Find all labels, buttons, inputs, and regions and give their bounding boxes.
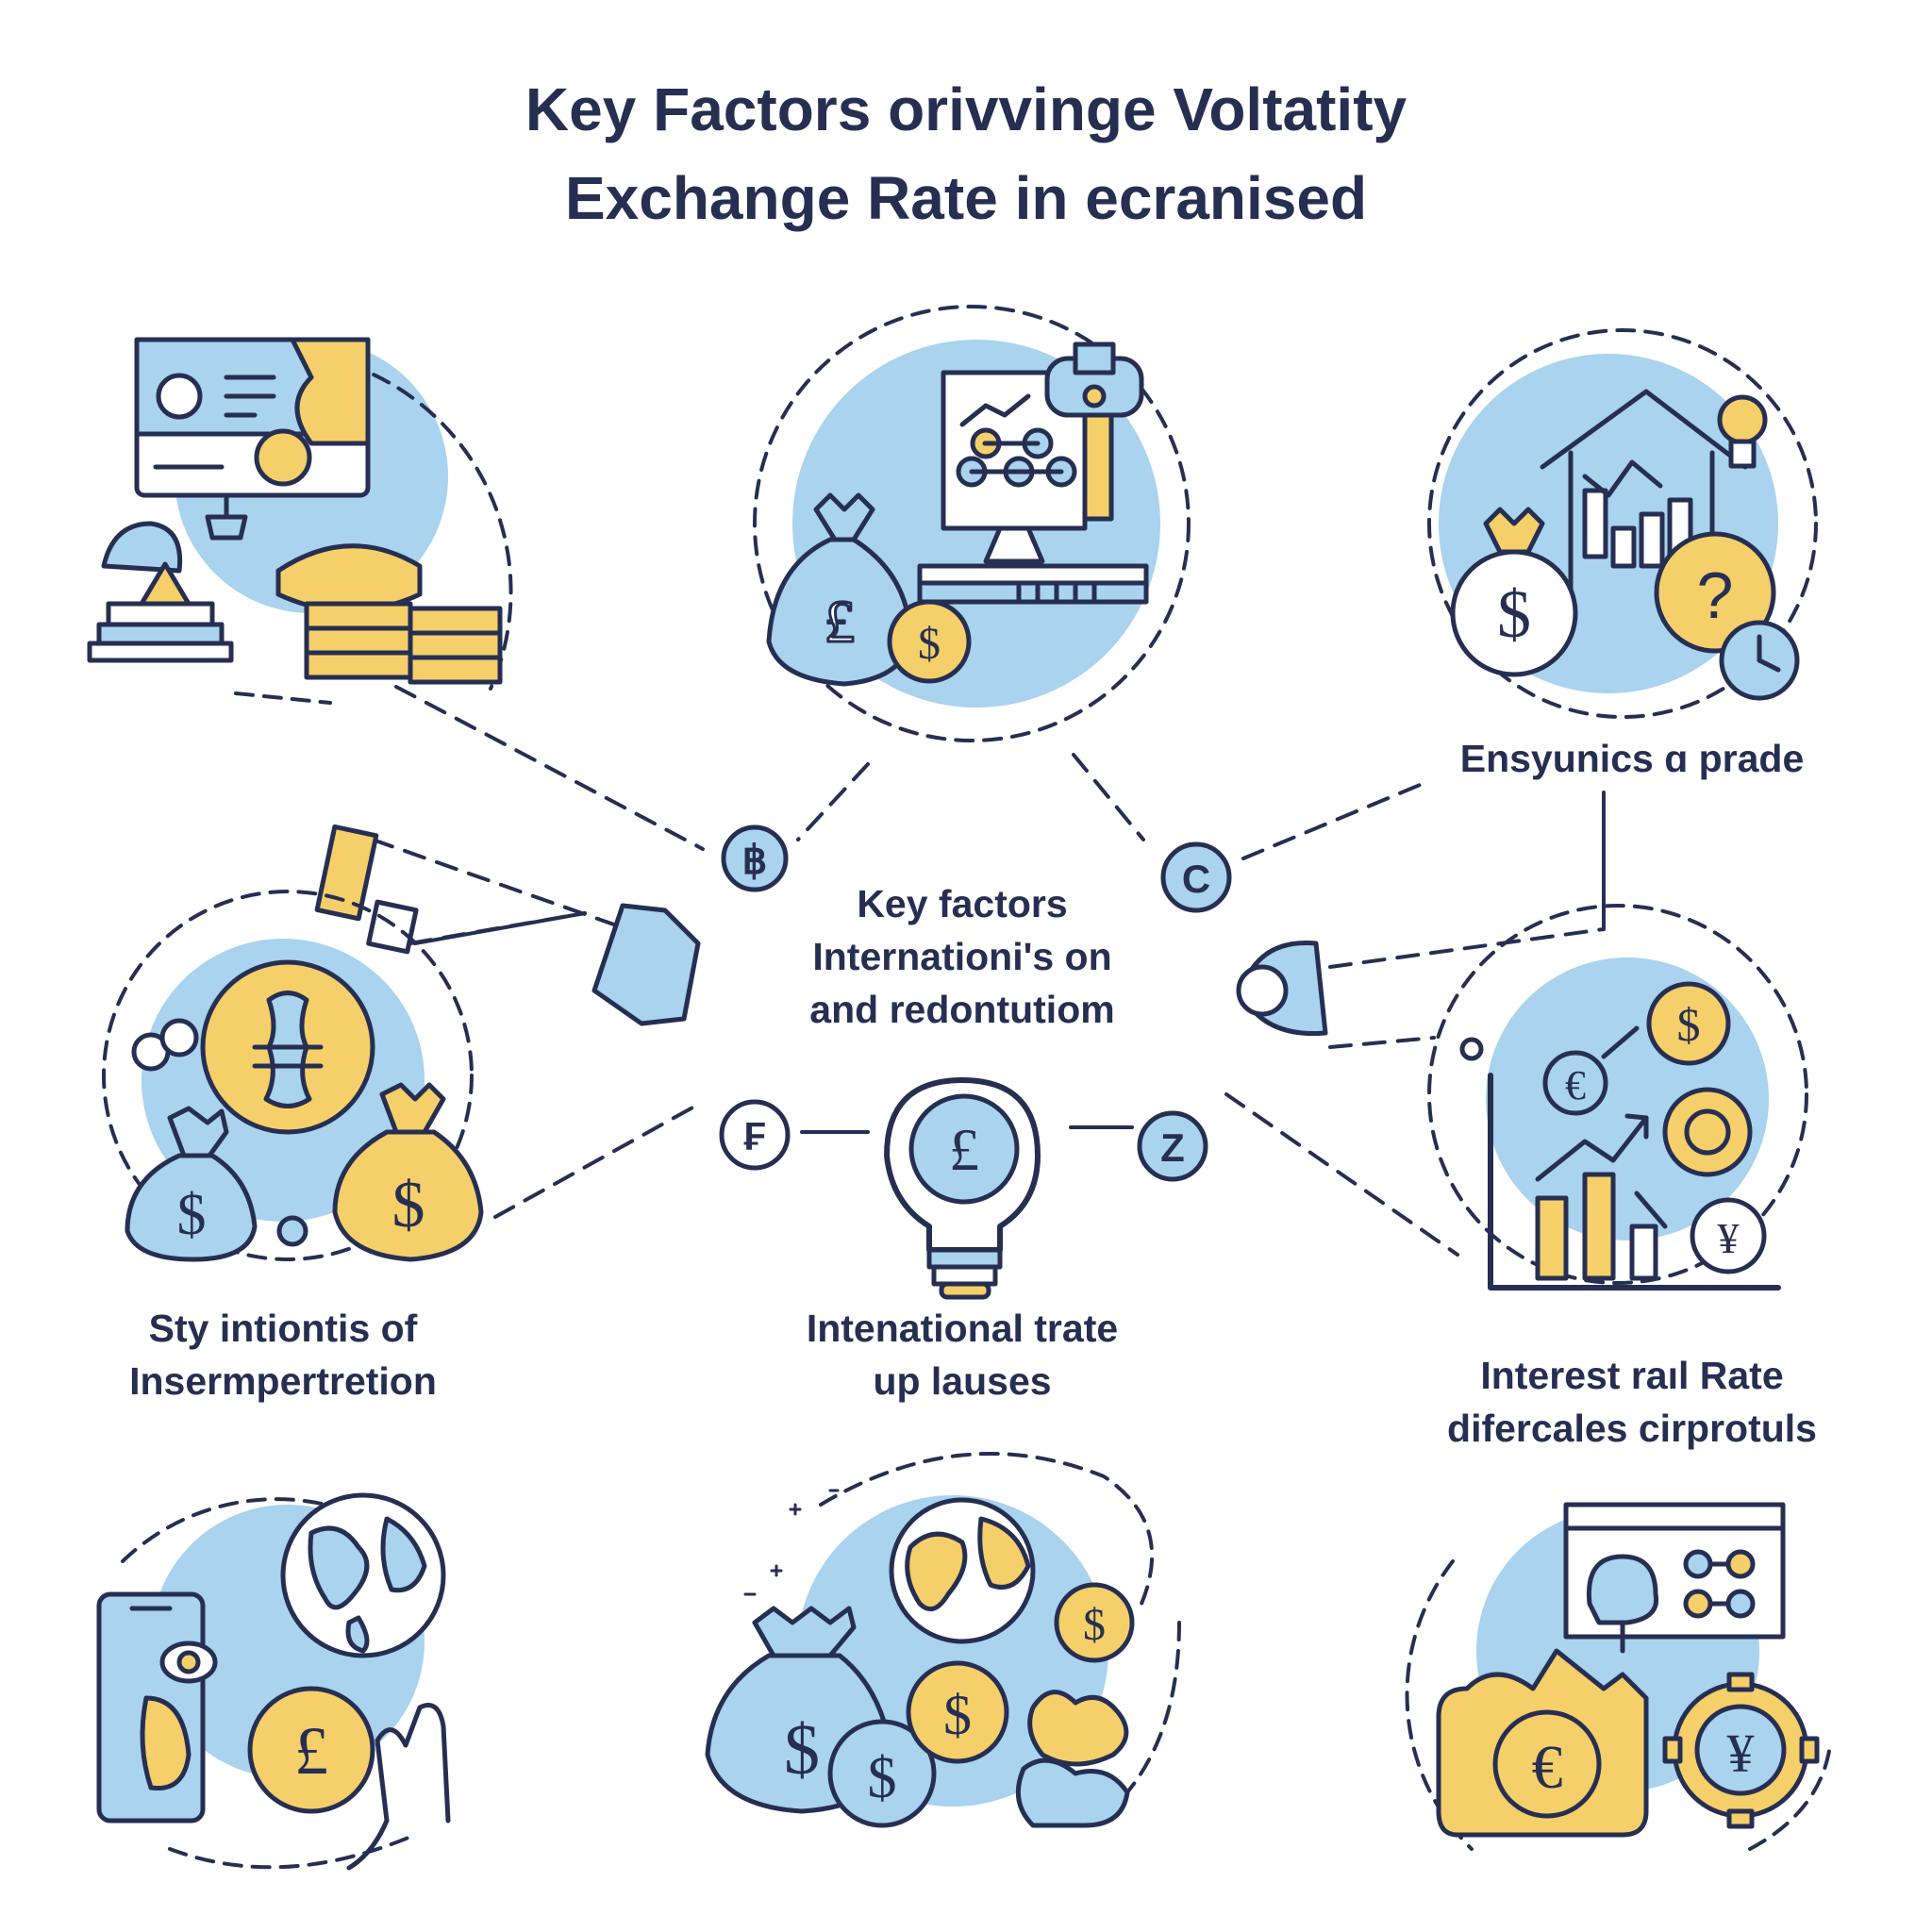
id-card-icon [134, 337, 371, 541]
money-bag-dollar-icon: $ [1450, 507, 1578, 677]
svg-text:$: $ [392, 1169, 425, 1241]
id-card-cluster [87, 337, 513, 705]
chart-board-cluster: £ $ [753, 305, 1191, 742]
svg-text:€: € [1532, 1733, 1563, 1802]
chart-board-icon [941, 370, 1088, 564]
svg-text:$: $ [1497, 576, 1531, 652]
counter-base-icon [917, 563, 1149, 605]
globe-icon [280, 1492, 446, 1658]
browser-window-icon [1563, 1502, 1786, 1654]
yen-coin-icon: ¥ [1690, 1197, 1767, 1274]
sparkle-decoration [743, 1489, 840, 1596]
svg-text:€: € [1565, 1062, 1586, 1108]
center-label-line-3: and redontutiom [809, 988, 1115, 1031]
label-middle-left: Sty intiontis of Insermpertretion [38, 1302, 528, 1407]
connector-node-b [721, 824, 789, 892]
gear-icon: ¥ [1662, 1672, 1820, 1829]
svg-text:¥: ¥ [1727, 1723, 1755, 1784]
euro-coin-icon: € [1542, 1050, 1608, 1116]
center-label-line-2: Internationi's on [812, 935, 1112, 978]
connector-glyph-franc: ₣ [743, 1114, 765, 1158]
svg-text:$: $ [868, 1746, 897, 1810]
label-middle-center-line-2: up lauses [873, 1359, 1052, 1403]
phone-globe-cluster: £ [96, 1492, 451, 1871]
pound-glyph: £ [824, 588, 855, 655]
bubble-decoration [131, 1018, 308, 1247]
svg-text:$: $ [177, 1183, 207, 1247]
label-top-right-line-1: Ensyunics ɑ prade [1459, 737, 1805, 780]
center-label-line-1: Key factors [857, 882, 1068, 925]
label-middle-center: Intenational trate up lauses [717, 1302, 1208, 1407]
lightbulb-small-icon [1717, 394, 1768, 469]
clock-icon [1719, 620, 1800, 701]
connector-node-c [1160, 841, 1232, 913]
connector-node-franc [719, 1099, 791, 1171]
page-title-line-2: Exchange Rate in ecranised [564, 164, 1368, 232]
money-bag-left-icon: $ [125, 1106, 258, 1262]
money-bag-pound-icon: £ [766, 492, 913, 687]
center-label: Key factors Internationi's on and redont… [717, 877, 1208, 1036]
label-middle-right-line-2: difercales cirprotuls [1447, 1407, 1817, 1450]
chess-piece-icon [87, 521, 234, 663]
connector-node-z [1137, 1110, 1208, 1182]
large-coin-icon [200, 959, 375, 1135]
dollar-coin-c-icon: $ [1054, 1582, 1135, 1663]
svg-text:$: $ [784, 1710, 820, 1790]
cloud-cluster-icon [1015, 1690, 1130, 1828]
page-title-line-1: Key Factors orivvinge Voltatity [525, 75, 1407, 143]
dollar-coin-b-icon: $ [906, 1660, 1009, 1764]
svg-text:¥: ¥ [1718, 1214, 1740, 1262]
wallet-gear-cluster: € ¥ [1405, 1502, 1832, 1851]
globe-money-cluster: $ $ $ $ [705, 1452, 1181, 1828]
dollar-coin-top-icon: $ [1646, 981, 1731, 1066]
dollar-coin-icon: $ [887, 599, 972, 684]
label-middle-center-line-1: Intenational trate [806, 1307, 1119, 1350]
label-middle-left-line-2: Insermpertretion [129, 1359, 437, 1403]
wallet-icon: € [1436, 1648, 1649, 1838]
connector-glyph-z: Z [1160, 1125, 1185, 1170]
connector-glyph-b: ฿ [742, 838, 768, 882]
label-middle-left-line-1: Sty intiontis of [148, 1307, 418, 1350]
svg-text:$: $ [918, 619, 941, 669]
money-bag-right-icon: $ [332, 1082, 484, 1262]
growth-chart-icon [1488, 1025, 1781, 1291]
thermometer-icon [1044, 341, 1144, 522]
speaker-icon [1236, 941, 1484, 1061]
gold-coin-icon [1662, 1087, 1753, 1177]
lightbulb-icon: £ [884, 1077, 1041, 1300]
svg-text:£: £ [294, 1713, 328, 1789]
pound-coin-icon: £ [247, 1686, 375, 1814]
label-top-right: Ensyunics ɑ prade [1387, 732, 1877, 785]
svg-text:$: $ [1677, 998, 1701, 1051]
svg-text:$: $ [943, 1684, 972, 1746]
globe-center-icon [889, 1497, 1036, 1644]
svg-text:?: ? [1697, 558, 1734, 632]
house-chart-cluster: $ ? [1427, 328, 1818, 719]
dollar-coin-a-icon: $ [827, 1719, 937, 1828]
label-middle-right-line-1: Interest raıl Rate [1480, 1354, 1784, 1397]
smartphone-icon [96, 1591, 218, 1824]
money-bags-cluster: $ $ [102, 890, 484, 1262]
pound-glyph-center: £ [949, 1116, 979, 1183]
question-coin-icon: ? [1654, 531, 1776, 654]
svg-text:$: $ [1083, 1600, 1106, 1650]
label-middle-right: Interest raıl Rate difercales cirprotuls [1358, 1349, 1906, 1455]
hand-icon [346, 1703, 451, 1871]
growth-chart-cluster: € $ ¥ [1427, 904, 1808, 1291]
connector-glyph-c: C [1182, 857, 1210, 901]
coin-stack-icon [275, 543, 503, 685]
connector-solid-lines [413, 791, 1606, 1134]
